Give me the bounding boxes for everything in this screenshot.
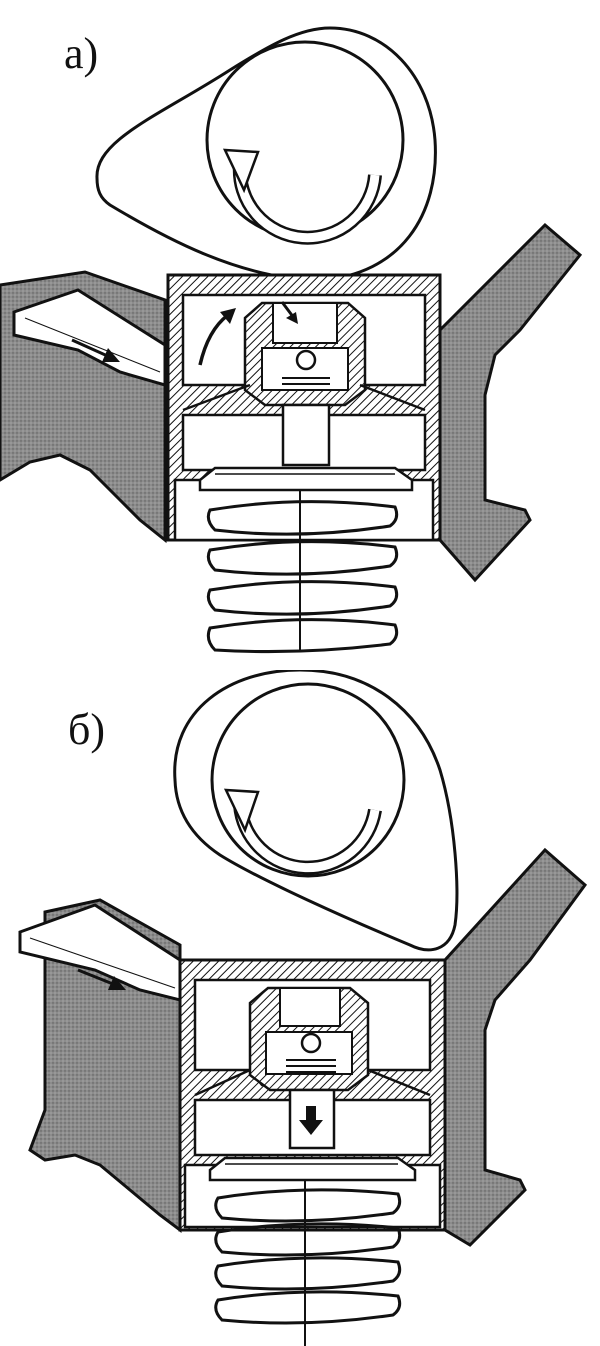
spring-retainer <box>198 466 414 492</box>
spring-retainer <box>208 1156 417 1182</box>
camshaft <box>210 682 406 878</box>
oil-flow-arrow-icon <box>71 338 120 362</box>
panel-label-a: а) <box>64 29 99 78</box>
oil-flow-arrow-icon <box>198 301 298 366</box>
panel-b: б) <box>0 670 600 1346</box>
valve-spring <box>214 1188 402 1325</box>
check-ball <box>295 349 317 371</box>
hydraulic-lifter <box>178 958 447 1232</box>
cylinder-head-right <box>438 222 583 583</box>
rotation-arrow-icon <box>223 788 382 875</box>
oil-flow-arrow-icon <box>77 968 126 990</box>
camshaft <box>205 40 405 240</box>
lifter-diagram-a <box>0 26 583 654</box>
lifter-diagram-b <box>18 670 588 1346</box>
valve-spring <box>206 500 399 654</box>
panel-a: а) <box>0 0 600 660</box>
panel-label-b: б) <box>68 705 106 754</box>
cylinder-head-right <box>443 847 588 1247</box>
down-arrow-icon <box>299 1106 323 1135</box>
check-ball <box>300 1032 322 1054</box>
oil-channel <box>12 288 167 387</box>
rotation-arrow-icon <box>222 148 382 245</box>
